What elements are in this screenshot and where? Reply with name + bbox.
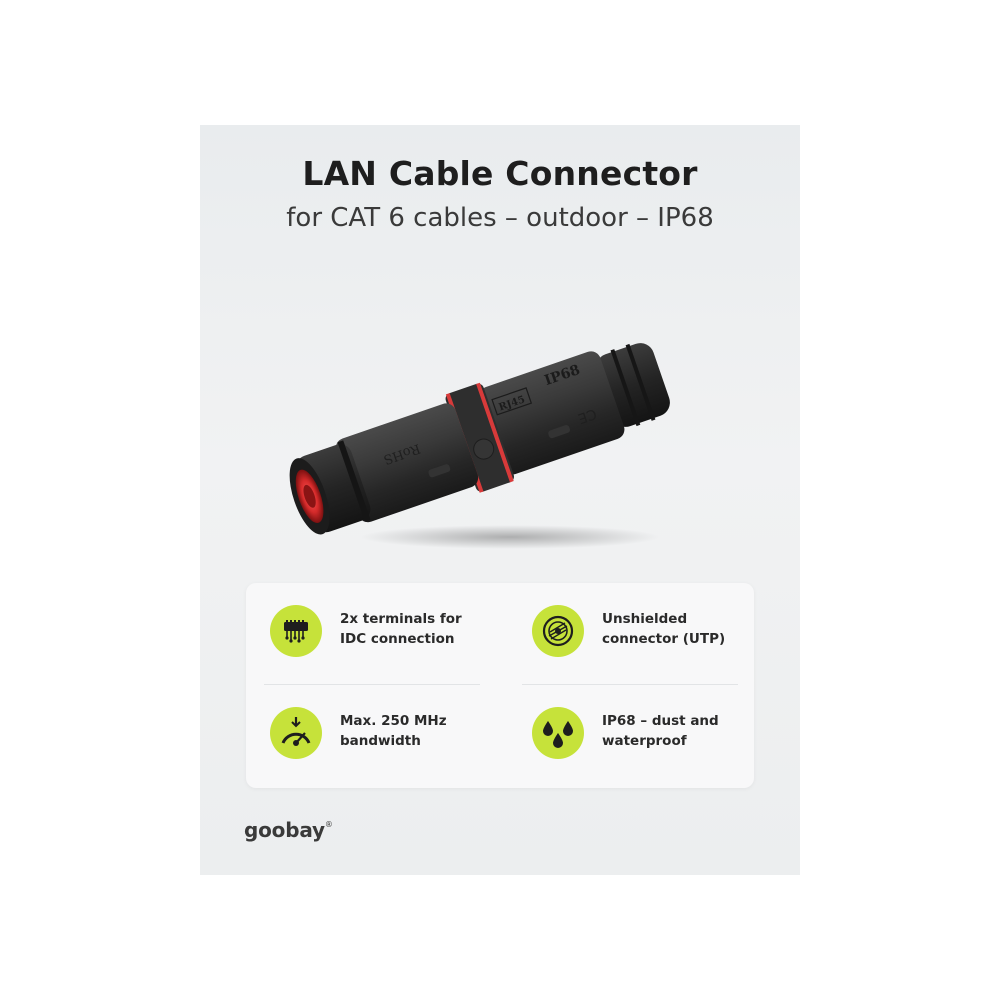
features-panel: 2x terminals for IDC connection Unshield…: [246, 583, 754, 788]
feature-line: 2x terminals for: [340, 611, 462, 627]
lan-connector-image: IP68 RJ45 RoHS CE: [289, 343, 670, 549]
idc-terminal-icon: [270, 605, 322, 657]
feature-ip68: IP68 – dust and waterproof: [508, 693, 748, 773]
page-subtitle: for CAT 6 cables – outdoor – IP68: [286, 203, 714, 233]
unshielded-cable-icon: [532, 605, 584, 657]
product-card: LAN Cable Connector for CAT 6 cables – o…: [200, 125, 800, 875]
ce-marking: CE: [576, 405, 599, 426]
feature-unshielded: Unshielded connector (UTP): [508, 591, 748, 671]
divider: [264, 684, 480, 685]
feature-line: IDC connection: [340, 631, 455, 647]
trademark: ®: [324, 820, 333, 829]
feature-idc-terminals: 2x terminals for IDC connection: [246, 591, 486, 671]
feature-line: Unshielded: [602, 611, 688, 627]
feature-line: Max. 250 MHz: [340, 713, 447, 729]
page-title: LAN Cable Connector: [302, 154, 698, 193]
feature-line: waterproof: [602, 733, 687, 749]
feature-line: IP68 – dust and: [602, 713, 719, 729]
water-drops-icon: [532, 707, 584, 759]
feature-line: bandwidth: [340, 733, 421, 749]
brand-name: goobay: [244, 818, 325, 842]
feature-bandwidth: Max. 250 MHz bandwidth: [246, 693, 486, 773]
divider: [522, 684, 738, 685]
speedometer-icon: [270, 707, 322, 759]
feature-line: connector (UTP): [602, 631, 726, 647]
goobay-logo: goobay®: [244, 818, 333, 842]
